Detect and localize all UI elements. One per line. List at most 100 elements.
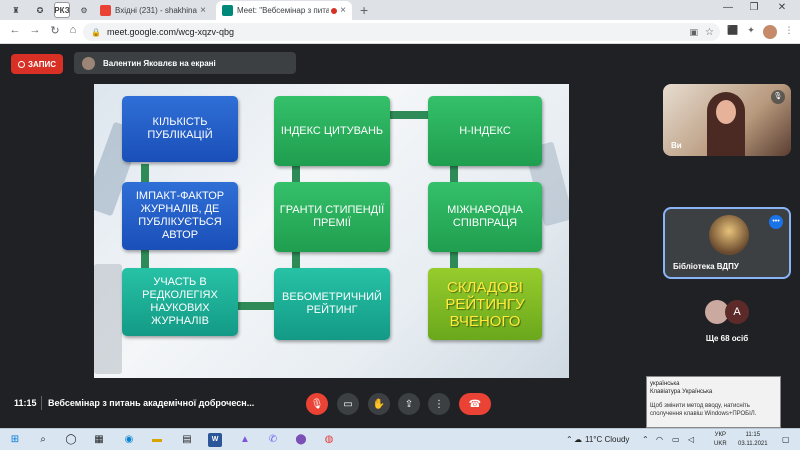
- record-icon: [18, 60, 26, 68]
- avatar: [82, 56, 95, 70]
- slide-box-impact-factor: Імпакт-фактор журналів, де публікується …: [122, 182, 238, 250]
- pinned-tab-3[interactable]: РКЗ: [54, 2, 70, 18]
- new-tab-button[interactable]: +: [360, 2, 369, 18]
- divider: [41, 396, 42, 410]
- meet-bottom-bar: 11:15 Вебсемінар з питань академічної до…: [0, 382, 800, 424]
- chrome-icon[interactable]: ◍: [324, 434, 334, 445]
- reload-icon[interactable]: ↻: [50, 25, 60, 37]
- mic-off-icon: 🎙: [310, 398, 324, 410]
- slide-connector: [384, 111, 428, 119]
- windows-taskbar: ⊞ ⌕ ◯ ▦ ◉ ▬ ▤ W ▲ ✆ ⬤ ◍ ⌃ ☁ 11°C Cloudy …: [0, 428, 800, 450]
- lang-bottom: UKR: [714, 441, 727, 447]
- clock-date: 03.11.2021: [738, 441, 768, 447]
- mic-off-icon: 🎙: [771, 90, 785, 104]
- volume-icon[interactable]: ◁: [688, 435, 695, 444]
- photos-icon[interactable]: ▲: [240, 434, 250, 445]
- store-icon[interactable]: ▤: [182, 434, 192, 445]
- folder-icon[interactable]: ▬: [152, 434, 162, 445]
- close-icon[interactable]: ×: [340, 5, 346, 16]
- hand-icon: ✋: [372, 398, 386, 410]
- pinned-tab-1[interactable]: ♜: [8, 2, 24, 18]
- star-icon[interactable]: ☆: [705, 26, 714, 38]
- participant-tile-library[interactable]: ••• Бібліотека ВДПУ: [663, 207, 791, 279]
- language-indicator[interactable]: УКР UKR: [714, 431, 727, 449]
- lock-icon: 🔒: [91, 27, 101, 37]
- camera-icon[interactable]: ▣: [689, 26, 698, 37]
- clock-time: 11:15: [745, 432, 761, 438]
- windows-start-icon[interactable]: ⊞: [10, 434, 20, 445]
- gmail-icon: [100, 5, 111, 16]
- participant-face: [716, 100, 736, 124]
- ime-keyboard: Клавіатура Українська: [650, 389, 713, 395]
- puzzle-icon[interactable]: ✦: [747, 25, 755, 35]
- hangup-icon: ☎: [468, 398, 482, 410]
- profile-avatar[interactable]: [763, 25, 777, 39]
- camera-icon: ▭: [343, 398, 353, 410]
- meet-icon: [222, 5, 233, 16]
- tab-meet[interactable]: Meet: "Вебсемінар з питань ×: [216, 1, 352, 20]
- close-icon[interactable]: ×: [200, 5, 206, 16]
- word-icon[interactable]: W: [208, 433, 222, 447]
- leave-call-button[interactable]: ☎: [459, 393, 491, 415]
- slide-box-publications: Кількість публікацій: [122, 96, 238, 162]
- more-options-button[interactable]: ⋮: [428, 393, 450, 415]
- record-label: ЗАПИС: [28, 59, 56, 69]
- slide-box-webometric-rating: Вебометричний рейтинг: [274, 268, 390, 340]
- maximize-icon[interactable]: ❐: [749, 2, 759, 13]
- record-badge[interactable]: ЗАПИС: [11, 54, 63, 74]
- battery-icon[interactable]: ▭: [672, 435, 680, 444]
- mic-toggle-button[interactable]: 🎙: [306, 393, 328, 415]
- present-button[interactable]: ⇪: [398, 393, 420, 415]
- slide-box-citation-index: Індекс цитувань: [274, 96, 390, 166]
- participant-name: Ви: [671, 141, 682, 150]
- menu-dots-icon[interactable]: ⋮: [784, 25, 794, 35]
- recording-dot-icon: [331, 7, 338, 14]
- back-icon[interactable]: ←: [9, 24, 21, 36]
- avatar: [709, 215, 749, 255]
- tray-arrow-icon[interactable]: ⌃: [566, 435, 573, 444]
- slide-decoration: [94, 264, 122, 374]
- minimize-icon[interactable]: —: [723, 2, 733, 13]
- address-bar[interactable]: 🔒 meet.google.com/wcg-xqzv-qbg ▣ ☆: [83, 23, 720, 41]
- wifi-icon[interactable]: ◠: [656, 435, 663, 444]
- tab-label: Вхідні (231) - shakhina@vspu.ed: [115, 6, 197, 15]
- system-clock[interactable]: 11:15 03.11.2021: [738, 431, 768, 449]
- edge-icon[interactable]: ◉: [124, 434, 134, 445]
- more-vert-icon: ⋮: [434, 398, 444, 410]
- slide-box-rating-components: Складові рейтингу вченого: [428, 268, 542, 340]
- home-icon[interactable]: ⌂: [69, 24, 77, 36]
- ime-popup: українська Клавіатура Українська Щоб змі…: [646, 376, 781, 428]
- ime-language: українська: [650, 381, 680, 387]
- search-icon[interactable]: ⌕: [40, 434, 46, 445]
- gear-icon: ⚙: [80, 5, 88, 15]
- notification-icon[interactable]: ▢: [782, 435, 790, 444]
- meet-area: ЗАПИС Валентин Яковлєв на екрані Кількіс…: [0, 44, 800, 424]
- pinned-tab-4[interactable]: ⚙: [76, 2, 92, 18]
- viber-icon[interactable]: ✆: [268, 434, 278, 445]
- network-icon[interactable]: ⌃: [642, 435, 649, 444]
- meeting-time: 11:15: [14, 398, 37, 408]
- widgets-icon[interactable]: ▦: [94, 434, 104, 445]
- pinned-tab-label: РКЗ: [54, 5, 70, 15]
- presenting-banner: Валентин Яковлєв на екрані: [74, 52, 296, 74]
- app-icon[interactable]: ⬤: [295, 434, 307, 445]
- extension-icon[interactable]: ⬛: [727, 25, 739, 35]
- participant-tile-self[interactable]: 🎙 Ви: [663, 84, 791, 156]
- others-tile[interactable]: A Ще 68 осіб: [663, 290, 791, 350]
- forward-icon[interactable]: →: [29, 24, 41, 36]
- slide-connector: [237, 302, 277, 310]
- slide-box-grants: Гранти стипендії премії: [274, 182, 390, 252]
- shared-screen-slide: Кількість публікацій Імпакт-фактор журна…: [94, 84, 569, 378]
- task-view-icon[interactable]: ◯: [65, 434, 77, 445]
- pinned-tab-2[interactable]: ✪: [32, 2, 48, 18]
- ime-hint: Щоб змінити метод вводу, натисніть сполу…: [650, 403, 757, 417]
- camera-toggle-button[interactable]: ▭: [337, 393, 359, 415]
- tab-gmail[interactable]: Вхідні (231) - shakhina@vspu.ed ×: [94, 1, 212, 20]
- close-window-icon[interactable]: ✕: [777, 2, 787, 13]
- weather-text[interactable]: 11°C Cloudy: [585, 435, 630, 444]
- weather-cloud-icon: ☁: [574, 435, 582, 444]
- slide-box-editorial-boards: Участь в редколегіях наукових журналів: [122, 268, 238, 336]
- raise-hand-button[interactable]: ✋: [368, 393, 390, 415]
- browser-toolbar: ← → ↻ ⌂ 🔒 meet.google.com/wcg-xqzv-qbg ▣…: [0, 20, 800, 44]
- lang-top: УКР: [714, 432, 726, 438]
